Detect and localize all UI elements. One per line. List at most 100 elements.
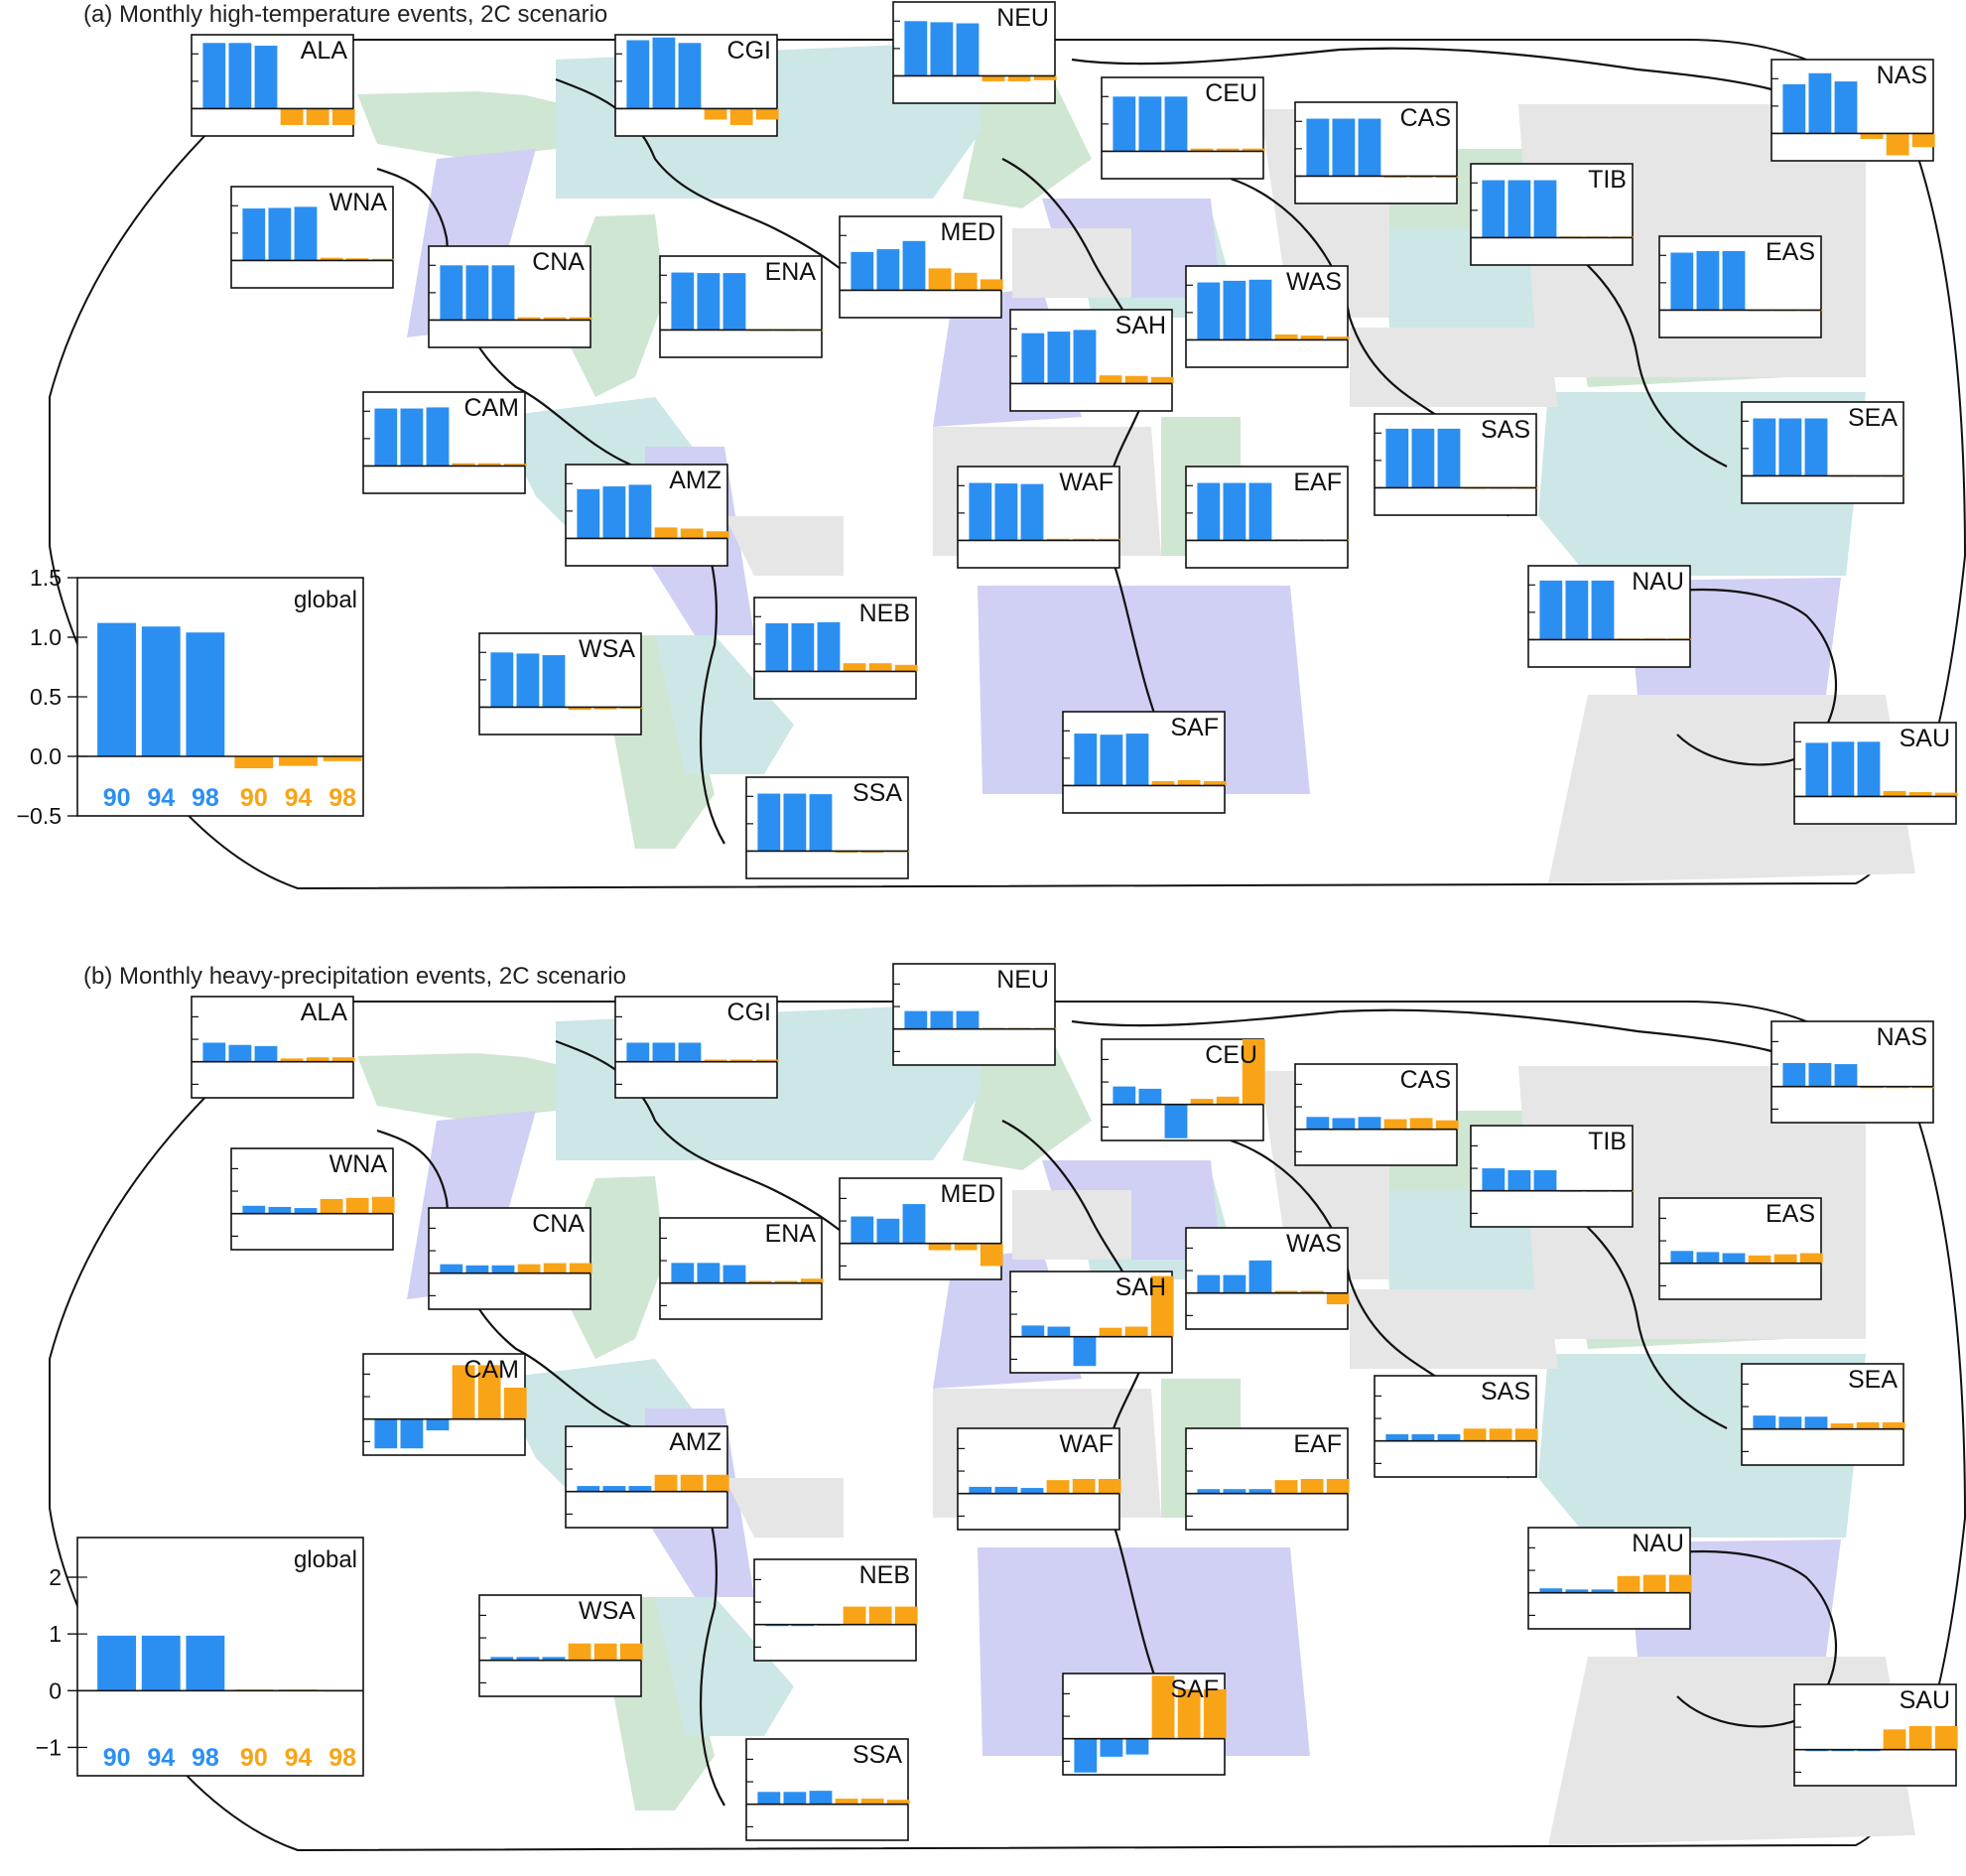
blue-bar: [491, 1265, 515, 1273]
blue-bar: [876, 1218, 900, 1244]
blue-bar: [426, 1418, 450, 1431]
inset-wsa: WSA: [478, 632, 643, 736]
blue-bar: [465, 265, 489, 321]
blue-bar: [969, 1486, 992, 1494]
blue-bar: [1332, 118, 1356, 177]
orange-bar: [1409, 1118, 1433, 1130]
region-label: SAS: [1481, 1378, 1530, 1406]
inset-nau: NAU: [1527, 565, 1692, 668]
orange-bar: [1242, 1039, 1265, 1105]
region-label: SAS: [1481, 416, 1530, 444]
inset-saf: SAF: [1062, 1673, 1227, 1776]
blue-bar: [242, 1205, 266, 1214]
orange-bar: [280, 108, 304, 125]
inset-sea: SEA: [1741, 1363, 1905, 1466]
region-label: CAM: [463, 394, 519, 422]
region-shading: [357, 91, 576, 159]
blue-bar: [1385, 1433, 1409, 1441]
region-label: CNA: [532, 248, 585, 276]
orange-bar: [1216, 1096, 1240, 1105]
region-label: WAF: [1059, 1430, 1114, 1458]
inset-waf: WAF: [957, 466, 1121, 569]
region-label: CEU: [1205, 79, 1257, 107]
legend-orange-label: 90: [240, 1744, 268, 1772]
blue-bar: [516, 653, 540, 708]
blue-bar: [994, 1486, 1018, 1494]
orange-bar: [1934, 1725, 1958, 1750]
inset-nas: NAS: [1770, 59, 1935, 162]
blue-bar: [242, 208, 266, 261]
blue-bar: [440, 1264, 463, 1273]
blue-bar: [1248, 1489, 1272, 1494]
inset-ena: ENA: [659, 255, 824, 358]
inset-ssa: SSA: [745, 776, 910, 879]
blue-bar: [851, 1216, 874, 1244]
orange-bar: [800, 1278, 824, 1283]
legend-orange-label: 94: [285, 1744, 313, 1772]
region-label: WAF: [1059, 469, 1114, 496]
orange-bar: [593, 1643, 617, 1661]
blue-bar: [1591, 1589, 1615, 1593]
blue-bar: [1533, 180, 1557, 238]
blue-bar: [1565, 1589, 1589, 1593]
coastline: [555, 1039, 874, 1261]
global-y-tick-label: 2: [49, 1564, 62, 1590]
orange-bar: [279, 756, 318, 766]
blue-bar: [1804, 1416, 1828, 1429]
inset-cna: CNA: [428, 1207, 592, 1310]
region-label: ALA: [301, 999, 348, 1026]
region-label: AMZ: [669, 1428, 721, 1456]
blue-bar: [1804, 418, 1828, 476]
orange-bar: [503, 464, 527, 467]
orange-bar: [1274, 1480, 1298, 1494]
orange-bar: [331, 108, 355, 125]
orange-bar: [1668, 1574, 1692, 1593]
orange-bar: [345, 258, 369, 261]
global-y-tick-label: 0.5: [30, 684, 62, 710]
blue-bar: [930, 22, 954, 76]
blue-bar: [628, 484, 652, 539]
orange-bar: [1099, 375, 1122, 384]
blue-bar: [1248, 1260, 1272, 1293]
orange-bar: [1489, 1428, 1512, 1441]
orange-bar: [1326, 1479, 1350, 1494]
blue-bar: [678, 1042, 702, 1062]
inset-amz: AMZ: [565, 1425, 729, 1529]
orange-bar: [894, 664, 918, 672]
orange-bar: [980, 1243, 1003, 1267]
region-label: SAF: [1170, 714, 1219, 741]
inset-wna: WNA: [230, 186, 395, 289]
inset-sau: SAU: [1793, 1683, 1958, 1787]
coastline: [376, 1129, 725, 1807]
blue-bar: [1020, 483, 1044, 541]
orange-bar: [371, 1196, 395, 1214]
orange-bar: [1177, 779, 1201, 786]
orange-bar: [894, 1606, 918, 1625]
orange-bar: [1151, 781, 1175, 786]
blue-bar: [626, 1042, 650, 1062]
region-shading: [357, 1053, 576, 1121]
blue-bar: [1197, 1489, 1221, 1494]
region-label: WNA: [329, 189, 388, 216]
orange-bar: [1883, 790, 1906, 797]
orange-bar: [331, 1057, 355, 1062]
blue-bar: [628, 1486, 652, 1492]
region-shading: [1012, 228, 1131, 298]
legend-orange-label: 94: [285, 784, 313, 812]
blue-bar: [1722, 250, 1746, 311]
orange-bar: [569, 1263, 592, 1273]
blue-bar: [697, 273, 721, 331]
blue-bar: [1482, 1168, 1506, 1191]
orange-bar: [1882, 1421, 1905, 1429]
blue-bar: [268, 207, 292, 261]
inset-cas: CAS: [1294, 101, 1459, 204]
blue-bar: [374, 1418, 398, 1449]
orange-bar: [729, 1059, 753, 1062]
orange-bar: [1300, 1290, 1324, 1293]
inset-wsa: WSA: [478, 1594, 643, 1697]
legend-orange-label: 90: [240, 784, 268, 812]
blue-bar: [1197, 1274, 1221, 1293]
blue-bar: [97, 622, 137, 756]
